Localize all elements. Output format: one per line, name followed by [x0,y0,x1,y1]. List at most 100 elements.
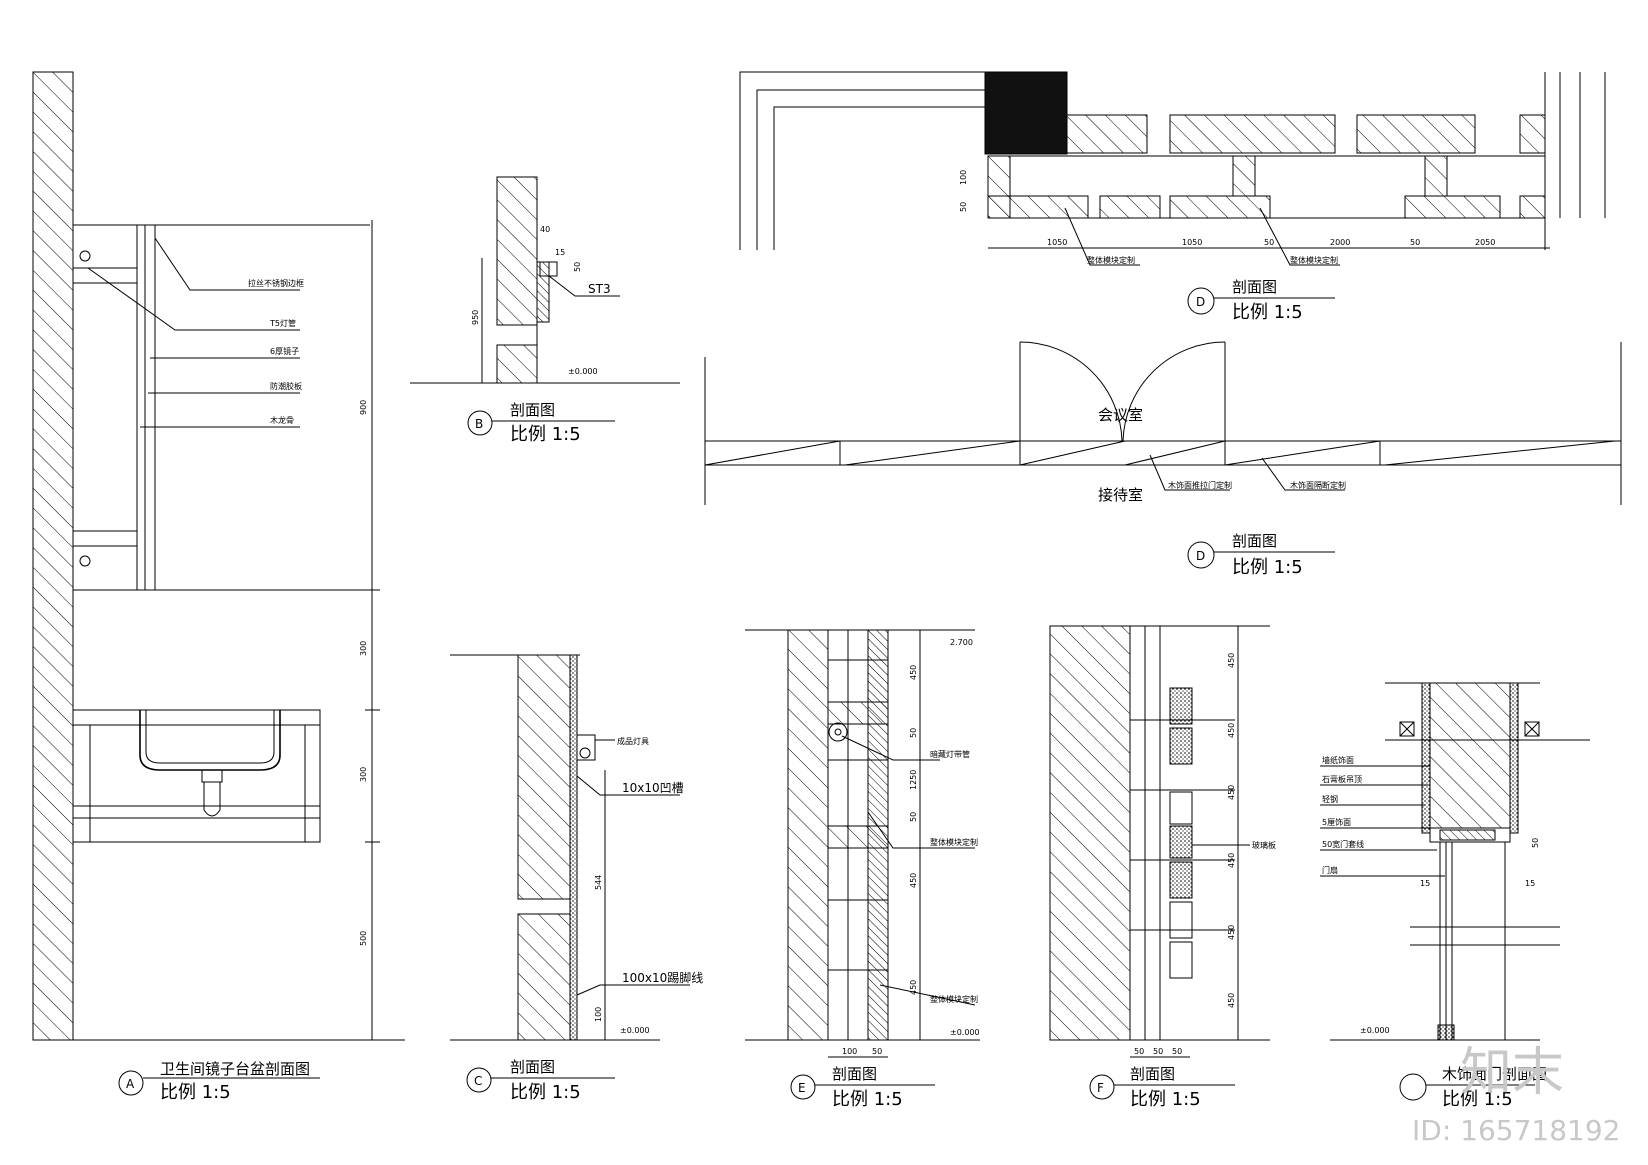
svg-text:450: 450 [1227,925,1236,940]
svg-text:40: 40 [540,225,550,234]
section-marker-g [1399,1073,1427,1101]
svg-text:暗藏灯带管: 暗藏灯带管 [930,749,970,759]
svg-text:15: 15 [1420,879,1430,888]
scale-d1: 比例 1:5 [1232,302,1303,323]
svg-text:整体模块定制: 整体模块定制 [930,994,978,1004]
svg-text:2050: 2050 [1475,238,1495,247]
scale-a: 比例 1:5 [160,1082,231,1103]
svg-text:900: 900 [359,400,368,415]
svg-text:2000: 2000 [1330,238,1350,247]
svg-text:50: 50 [872,1047,882,1056]
svg-text:50: 50 [1531,838,1540,848]
svg-text:50: 50 [1153,1047,1163,1056]
svg-text:A: A [126,1077,135,1091]
svg-text:300: 300 [359,641,368,656]
svg-text:450: 450 [909,873,918,888]
svg-text:50: 50 [909,812,918,822]
wall-hatch [32,71,74,1041]
svg-text:±0.000: ±0.000 [1360,1026,1390,1035]
label-a-2: 6厚镜子 [270,346,299,356]
svg-text:450: 450 [909,665,918,680]
scale-c: 比例 1:5 [510,1082,581,1103]
title-d1: 剖面图 [1232,278,1277,296]
title-e: 剖面图 [832,1065,877,1083]
svg-text:15: 15 [555,248,565,257]
svg-text:450: 450 [909,980,918,995]
svg-text:15: 15 [1525,879,1535,888]
section-c: 成品灯具 10x10凹槽 544 100 100x10踢脚线 ±0.000 C … [450,654,703,1103]
title-d2: 剖面图 [1232,532,1277,550]
svg-text:450: 450 [1227,785,1236,800]
scale-d2: 比例 1:5 [1232,557,1303,578]
svg-text:木饰面推拉门定制: 木饰面推拉门定制 [1168,480,1232,490]
svg-text:2.700: 2.700 [950,638,973,647]
watermark: 知末 ID: 165718192 [1412,1043,1620,1147]
scale-g: 比例 1:5 [1442,1089,1513,1110]
svg-text:±0.000: ±0.000 [950,1028,980,1037]
svg-text:B: B [475,417,483,431]
svg-text:100: 100 [959,170,968,185]
svg-text:50: 50 [573,262,582,272]
svg-text:木饰面隔断定制: 木饰面隔断定制 [1290,480,1346,490]
section-marker-d2 [1187,541,1215,569]
section-b: ST3 ±0.000 950 40 50 15 B 剖面图 比例 1:5 [410,176,680,445]
svg-text:450: 450 [1227,723,1236,738]
svg-text:±0.000: ±0.000 [568,367,598,376]
section-g: 墙纸饰面 石膏板吊顶 轻钢 5厘饰面 50宽门套线 门扇 50 15 15 ±0… [1320,682,1590,1110]
svg-text:950: 950 [471,310,480,325]
svg-text:D: D [1196,549,1205,563]
svg-text:100: 100 [842,1047,857,1056]
svg-text:整体模块定制: 整体模块定制 [1087,255,1135,265]
section-a: 拉丝不锈钢边框 T5灯管 6厚镜子 防潮胶板 木龙骨 900 300 300 5… [32,71,405,1103]
svg-text:450: 450 [1227,993,1236,1008]
section-marker-d1 [1187,287,1215,315]
label-c-2: 100x10踢脚线 [622,970,703,985]
svg-text:墙纸饰面: 墙纸饰面 [1322,755,1354,765]
svg-text:D: D [1196,295,1205,309]
svg-text:300: 300 [359,767,368,782]
section-marker-a [118,1070,144,1096]
svg-text:玻璃板: 玻璃板 [1252,840,1276,850]
title-a: 卫生间镜子台盆剖面图 [160,1060,310,1078]
svg-text:F: F [1097,1081,1104,1095]
svg-text:500: 500 [359,931,368,946]
svg-text:C: C [474,1074,482,1088]
svg-text:5厘饰面: 5厘饰面 [1322,817,1351,827]
label-a-1: T5灯管 [269,318,296,328]
section-f: 玻璃板 450 450 450 450 450 450 50 50 50 F 剖… [1049,625,1276,1110]
room-meeting: 会议室 [1098,406,1143,424]
section-e: 暗藏灯带管 整体模块定制 整体模块定制 450 50 1250 50 450 4… [745,629,980,1110]
svg-text:1250: 1250 [909,770,918,790]
room-reception: 接待室 [1098,486,1143,504]
title-f: 剖面图 [1130,1065,1175,1083]
title-g: 木饰面门剖面图 [1442,1065,1547,1083]
svg-text:1050: 1050 [1047,238,1067,247]
label-c-0: 成品灯具 [617,736,649,746]
watermark-brand: 知末 [1460,1043,1564,1103]
svg-text:轻钢: 轻钢 [1322,794,1338,804]
svg-text:100: 100 [594,1007,603,1022]
title-b: 剖面图 [510,401,555,419]
label-a-4: 木龙骨 [270,415,294,425]
column-solid [984,71,1068,155]
label-a-0: 拉丝不锈钢边框 [248,278,304,288]
svg-text:±0.000: ±0.000 [620,1026,650,1035]
svg-text:544: 544 [594,875,603,890]
svg-text:整体模块定制: 整体模块定制 [1290,255,1338,265]
svg-text:50: 50 [959,202,968,212]
title-c: 剖面图 [510,1058,555,1076]
svg-text:50: 50 [1172,1047,1182,1056]
section-marker-c [466,1067,492,1093]
svg-text:450: 450 [1227,653,1236,668]
label-a-3: 防潮胶板 [270,381,302,391]
label-c-1: 10x10凹槽 [622,781,684,795]
scale-e: 比例 1:5 [832,1089,903,1110]
section-marker-b [467,410,493,436]
svg-text:50: 50 [1410,238,1420,247]
svg-text:1050: 1050 [1182,238,1202,247]
scale-b: 比例 1:5 [510,424,581,445]
scale-f: 比例 1:5 [1130,1089,1201,1110]
watermark-id: ID: 165718192 [1412,1114,1620,1147]
svg-text:50宽门套线: 50宽门套线 [1322,839,1364,849]
svg-text:E: E [798,1081,806,1095]
